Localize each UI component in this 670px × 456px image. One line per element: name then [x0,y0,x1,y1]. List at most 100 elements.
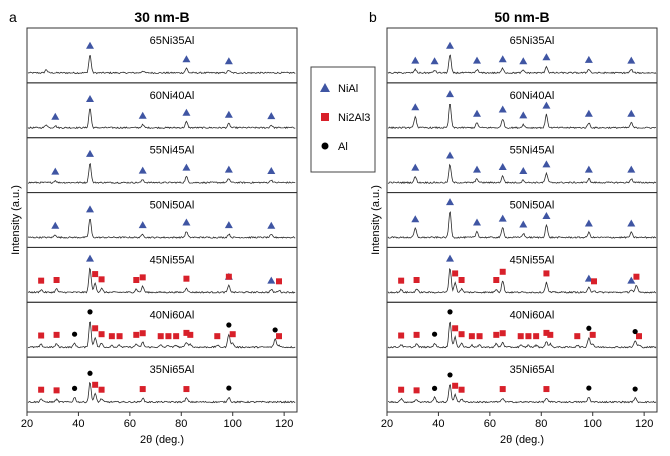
ni2al3-marker [157,333,164,340]
nial-marker [182,163,191,171]
ni2al3-marker [574,333,581,340]
nial-marker [86,41,94,49]
nial-marker [519,57,528,65]
al-marker [447,372,453,378]
nial-marker [182,108,191,116]
ni2al3-marker [53,387,60,394]
ni2al3-marker [139,330,146,337]
ni2al3-marker [591,278,597,285]
nial-marker [138,221,147,229]
xrd-trace [388,104,657,130]
nial-marker [584,219,593,227]
sample-label: 40Ni60Al [510,309,555,321]
nial-marker [267,276,276,284]
ni2al3-marker [547,331,554,338]
x-tick-label: 40 [72,418,84,430]
ni2al3-marker [543,270,550,277]
xrd-trace [387,321,657,349]
legend-al-marker [321,142,329,150]
x-tick-label: 60 [124,418,136,430]
ni2al3-marker [458,331,465,338]
ni2al3-marker [398,386,405,393]
al-marker [87,309,93,315]
nial-marker [584,55,593,63]
ni2al3-marker [533,333,540,340]
pattern-row: 55Ni45Al [26,137,298,194]
ni2al3-marker [452,382,459,389]
ni2al3-marker [139,386,146,393]
nial-marker [519,220,528,228]
nial-marker [411,56,420,64]
ni2al3-marker [499,330,506,337]
y-axis-label: Intensity (a.u.) [10,185,22,255]
ni2al3-marker [493,331,500,338]
ni2al3-marker [187,331,194,338]
nial-marker [138,111,147,119]
xrd-trace [27,218,296,239]
nial-marker [224,165,233,173]
ni2al3-marker [98,331,105,338]
ni2al3-marker [38,277,45,284]
al-marker [226,322,232,328]
ni2al3-marker [92,325,99,332]
nial-marker [473,109,481,117]
ni2al3-marker [458,386,465,393]
ni2al3-marker [38,332,45,339]
x-tick-label: 80 [535,418,547,430]
xrd-trace [387,163,657,185]
nial-marker [627,276,636,284]
ni2al3-marker [108,333,115,340]
x-tick-label: 100 [224,418,242,430]
al-marker [71,385,78,391]
x-tick-label: 120 [275,418,293,430]
xrd-trace [27,321,296,349]
pattern-row: 35Ni65Al [386,356,658,413]
legend-label: Al [338,141,348,153]
ni2al3-marker [636,333,642,340]
ni2al3-marker [413,331,420,338]
sample-label: 45Ni55Al [150,254,195,266]
al-marker [632,328,638,335]
ni2al3-marker [139,274,146,281]
al-marker [431,385,438,391]
pattern-row: 40Ni60Al [386,301,658,358]
xrd-trace [27,108,296,130]
pattern-row: 55Ni45Al [386,137,658,194]
nial-marker [411,163,420,171]
al-marker [632,386,638,392]
ni2al3-marker [92,271,99,278]
nial-marker [267,112,276,120]
sample-label: 45Ni55Al [510,254,555,266]
nial-marker [51,221,60,229]
al-marker [431,331,438,337]
sample-label: 50Ni50Al [150,200,195,212]
nial-marker [473,165,481,173]
ni2al3-marker [525,333,532,340]
ni2al3-marker [53,331,60,338]
xrd-trace [27,267,296,294]
pattern-row: 45Ni55Al [386,246,658,303]
nial-marker [542,160,551,168]
nial-marker [627,219,636,227]
pattern-row: 40Ni60Al [26,301,298,358]
xrd-trace [27,55,296,75]
sample-label: 60Ni40Al [150,90,195,102]
ni2al3-marker [413,387,420,394]
ni2al3-marker [183,275,190,282]
ni2al3-marker [173,333,180,340]
legend-label: Ni2Al3 [338,112,370,124]
nial-marker [584,165,593,173]
nial-marker [224,57,233,65]
nial-marker [430,57,439,65]
nial-marker [224,221,233,229]
nial-marker [86,95,94,102]
nial-marker [86,205,94,213]
nial-marker [473,56,481,64]
ni2al3-marker [276,333,282,340]
ni2al3-marker [38,386,45,393]
xrd-trace [387,54,657,75]
ni2al3-marker [165,333,172,340]
ni2al3-marker [398,332,405,339]
al-marker [586,385,592,391]
